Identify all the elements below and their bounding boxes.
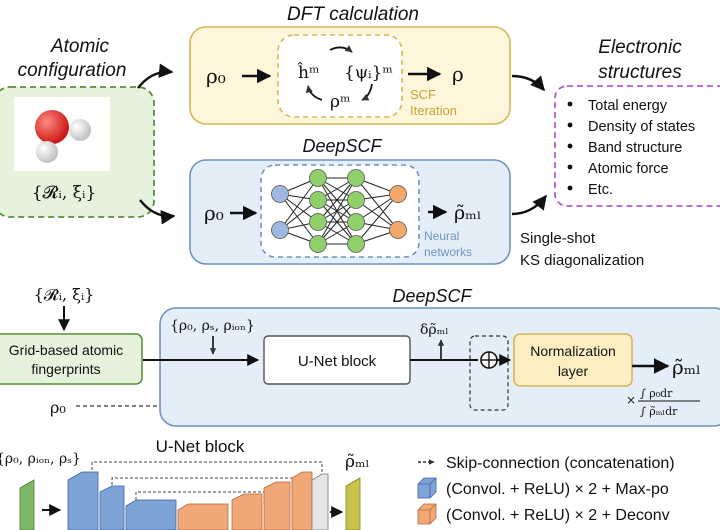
nn-hidden1-node [309,235,327,253]
nn-input-node [271,185,289,203]
nn-edge [279,177,319,231]
decoder-block-4 [291,471,313,530]
arrow-dft-to-electronic [511,74,545,92]
input-slab [19,479,35,530]
electronic-item-etc: Etc. [588,182,613,198]
atomic-config-label: {𝓡ᵢ, ξᵢ} [32,183,97,203]
deepscf-top-title: DeepSCF [302,136,382,156]
deepscf-rho0: ρ₀ [204,201,224,225]
orange-cube-icon [417,503,437,525]
nn-hidden2-node [347,169,365,187]
normalization-line2: layer [558,363,589,379]
single-shot-line2: KS diagonalization [520,252,644,269]
scf-cycle-arrow-left [305,85,323,101]
nn-hidden2-node [347,213,365,231]
nn-edge [355,193,399,245]
scale-denominator: ∫ ρ̃ₘₗdr [640,405,678,418]
bottom-unet-title: U-Net block [156,437,245,456]
decoder-block-1 [177,503,229,530]
nn-edge [279,193,319,245]
skip-connection-outer [91,461,323,480]
fingerprints-line2: fingerprints [31,361,100,377]
output-slab [345,477,361,530]
decoder-block-3 [263,481,291,530]
nn-edge [355,177,399,231]
single-shot-line1: Single-shot [520,230,596,247]
scf-cycle-arrow-right [361,83,373,101]
deepscf-rhoml: ρ̃ₘₗ [454,202,481,224]
encoder-block-3 [125,499,177,530]
dft-title: DFT calculation [287,4,419,25]
electronic-title-line2: structures [598,62,682,83]
electronic-item-dos: Density of states [588,119,695,135]
nn-hidden1-node [309,169,327,187]
scale-times: × [626,393,636,407]
electronic-item-total-energy: Total energy [588,98,668,114]
legend-conv-deconv-label: (Convol. + ReLU) × 2 + Deconv [446,507,670,524]
middle-rho0: ρ₀ [50,398,66,417]
scale-numerator: ∫ ρ₀dr [640,387,673,400]
atomic-title-line1: Atomic [50,36,110,57]
fingerprints-box [0,333,143,385]
scf-label-line1: SCF [410,87,436,102]
arrow-deepscf-to-electronic [511,194,547,216]
scf-label-line2: Iteration [410,103,457,118]
atomic-title-line2: configuration [18,60,127,81]
legend-skip-label: Skip-connection (concatenation) [446,455,675,472]
bottom-inputs: {ρ₀, ρᵢₒₙ, ρₛ} [0,451,81,467]
nn-hidden1-node [309,213,327,231]
unet-architecture [19,471,361,530]
neural-network-icon [271,169,407,253]
blue-cube-icon [417,477,437,499]
dft-rho: ρ [452,62,464,86]
legend: Skip-connection (concatenation) (Convol.… [417,455,675,525]
nn-edge [317,177,357,223]
middle-input-label: {𝓡ᵢ, ξᵢ} [34,285,95,304]
arrow-to-dft [137,63,174,89]
middle-output: ρ̃ₘₗ [672,355,701,379]
nn-hidden2-node [347,191,365,209]
normalization-box [513,333,633,387]
encoder-block-1 [67,471,99,530]
nn-label-line1: Neural [424,229,459,243]
electronic-list: Total energy Density of states Band stru… [567,98,695,198]
scf-loop-box [277,34,403,118]
nn-label-line2: networks [424,245,472,259]
fingerprints-line1: Grid-based atomic [9,342,123,358]
arrow-to-deepscf [139,199,176,225]
normalization-line1: Normalization [530,343,616,359]
nn-output-node [389,221,407,239]
nn-input-node [271,221,289,239]
dft-rho0: ρ₀ [206,64,226,88]
middle-inputs: {ρ₀, ρₛ, ρᵢₒₙ} [170,318,255,334]
legend-conv-maxpool-label: (Convol. + ReLU) × 2 + Max-po [446,481,669,498]
encoder-block-2 [99,485,125,530]
neural-network-box [260,164,420,258]
electronic-item-band: Band structure [588,140,682,156]
decoder-block-2 [231,493,263,530]
unet-block-label: U-Net block [298,353,377,370]
output-conv-block [311,473,329,530]
scf-cycle-arrow-top [329,45,353,53]
electronic-item-force: Atomic force [588,161,669,177]
nn-output-node [389,185,407,203]
deepscf-middle-title: DeepSCF [392,286,472,306]
delta-rhoml: δρ̃ₘₗ [420,322,449,338]
electronic-structures-panel [554,85,720,207]
nn-edge [317,177,357,245]
dft-rhom: ρᵐ [330,92,350,112]
water-molecule-icon [35,110,91,163]
sum-dashed-box [469,335,509,411]
dft-hamiltonian: ĥᵐ [297,62,319,83]
electronic-title-line1: Electronic [598,37,682,58]
dft-wavefunctions: {ψᵢ}ᵐ [344,63,393,83]
nn-edge [317,199,357,245]
bottom-output: ρ̃ₘₗ [345,452,370,472]
nn-hidden2-node [347,235,365,253]
nn-hidden1-node [309,191,327,209]
